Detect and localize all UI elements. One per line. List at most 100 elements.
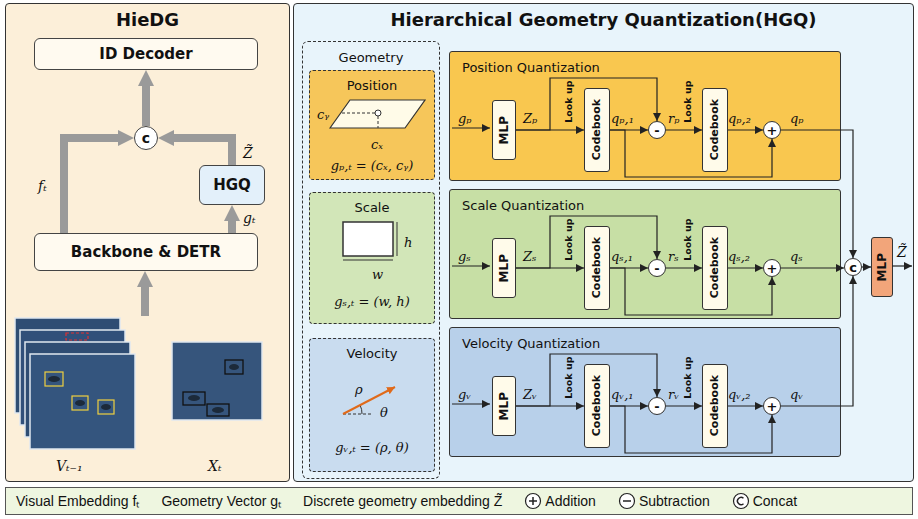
legend-symbol — [618, 492, 636, 510]
text-holder: MLP — [493, 377, 515, 435]
signal-label: Z̃ — [243, 145, 253, 162]
connector — [862, 266, 871, 267]
signal-label: rₚ — [668, 111, 679, 127]
signal-label: qₚ — [790, 111, 804, 127]
text-holder: fₜ — [38, 176, 47, 195]
math-text: gₚ,ₜ = (cₓ, cᵧ) — [331, 158, 414, 174]
text-holder: Codebook — [585, 89, 609, 171]
connector — [170, 138, 232, 165]
connector — [781, 267, 844, 268]
legend-item: Geometry Vector gₜ — [161, 493, 281, 510]
legend-text: Geometry Vector gₜ — [161, 493, 281, 510]
text-holder: MLP — [493, 101, 515, 159]
operator-symbol: + — [767, 400, 778, 413]
text-holder: gᵥ — [458, 384, 471, 403]
text-holder: h — [404, 232, 412, 251]
connector — [142, 82, 150, 126]
quantization-band: Scale QuantizationMLPCodebook-Codebook+ — [449, 189, 841, 319]
connector — [516, 216, 657, 268]
box-label: HGQ — [213, 176, 251, 194]
panel-title: Velocity Quantization — [462, 336, 600, 352]
add-circle: + — [763, 121, 781, 139]
text-holder: gᵥ,ₜ = (ρ, θ) — [310, 437, 434, 456]
text-holder: Velocity — [310, 343, 434, 362]
connector — [666, 129, 702, 130]
panel-title: Hierarchical Geometry Quantization(HGQ) — [390, 9, 816, 31]
text-holder: Scale — [310, 197, 434, 216]
signal-label: qᵥ,₂ — [728, 387, 751, 403]
text-holder: Velocity Quantization — [462, 333, 600, 352]
math-text: h — [404, 235, 412, 251]
operator-symbol: - — [654, 262, 659, 275]
text-holder: gₚ,ₜ = (cₓ, cᵧ) — [310, 155, 434, 174]
text-holder: + — [764, 122, 780, 138]
math-text: gᵥ,ₜ = (ρ, θ) — [335, 440, 409, 456]
text-holder: qᵥ,₁ — [611, 384, 634, 403]
box-title: Position — [347, 78, 398, 94]
codebook-box: Codebook — [584, 88, 610, 172]
box-label: MLP — [875, 253, 889, 281]
box-label: Codebook — [708, 375, 721, 436]
text-holder: MLP — [872, 238, 892, 296]
operator-symbol: c — [849, 261, 857, 274]
video-frames — [15, 318, 135, 449]
signal-label: Zₚ — [523, 111, 537, 127]
text-holder: qₛ,₁ — [611, 246, 633, 265]
text-holder: HieDG — [6, 9, 289, 31]
subtract-circle: - — [648, 397, 666, 415]
signal-label: rᵥ — [668, 387, 679, 403]
panel-title: Geometry — [339, 50, 404, 66]
mlp-box: MLP — [871, 237, 893, 297]
text-holder: qₚ,₂ — [728, 108, 751, 127]
text-holder: rₛ — [668, 246, 679, 265]
text-holder: Scale Quantization — [462, 195, 584, 214]
signal-label: fₜ — [38, 178, 47, 195]
box-label: MLP — [497, 254, 511, 282]
signal-label: qₛ — [790, 249, 803, 265]
box-label: Codebook — [590, 237, 603, 298]
connector — [516, 78, 657, 130]
legend-text: Discrete geometry embedding Z̃ — [303, 493, 502, 510]
connector — [228, 217, 236, 233]
geometry-box: Velocityρθgᵥ,ₜ = (ρ, θ) — [309, 338, 435, 472]
legend-bar: Visual Embedding fₜ Geometry Vector gₜ Dis… — [5, 487, 913, 515]
legend-text: Subtraction — [639, 493, 710, 510]
concat-circle: c — [134, 126, 158, 150]
legend-text: Visual Embedding fₜ — [16, 493, 139, 510]
text-holder: rₚ — [668, 108, 679, 127]
lookup-label: Look up — [682, 81, 693, 123]
text-holder: c — [845, 259, 861, 275]
legend-text: Concat — [753, 493, 797, 510]
text-holder: Look up — [539, 210, 599, 270]
math-text: θ — [380, 405, 388, 421]
text-holder: qₛ — [790, 246, 803, 265]
signal-label: gₚ — [458, 111, 472, 127]
connector — [610, 268, 772, 315]
add-circle: + — [763, 259, 781, 277]
signal-label: qₚ,₂ — [728, 111, 751, 127]
text-holder: HGQ — [200, 166, 264, 204]
legend-symbol — [732, 492, 750, 510]
connector — [516, 354, 657, 406]
text-holder: gₛ — [458, 246, 471, 265]
current-frame — [172, 342, 262, 420]
legend-item: Subtraction — [618, 492, 710, 510]
text-holder: MLP — [493, 239, 515, 297]
connector — [781, 130, 853, 258]
text-holder: cᵧ — [317, 104, 329, 123]
signal-label: qₛ,₂ — [728, 249, 750, 265]
text-holder: θ — [380, 402, 388, 421]
lookup-label: Look up — [682, 357, 693, 399]
quantization-band: Position QuantizationMLPCodebook-Codeboo… — [449, 51, 841, 181]
subtract-circle: - — [648, 121, 666, 139]
operator-symbol: + — [767, 262, 778, 275]
signal-label: qᵥ — [790, 387, 803, 403]
operator-symbol: - — [654, 124, 659, 137]
math-text: cₓ — [371, 137, 383, 153]
text-holder: qₛ,₂ — [728, 246, 750, 265]
geometry-box: Scalehwgₛ,ₜ = (w, h) — [309, 192, 435, 324]
box-label: ID Decoder — [99, 45, 192, 63]
codebook-box: Codebook — [702, 364, 728, 448]
box-label: MLP — [497, 392, 511, 420]
connector — [64, 138, 122, 233]
